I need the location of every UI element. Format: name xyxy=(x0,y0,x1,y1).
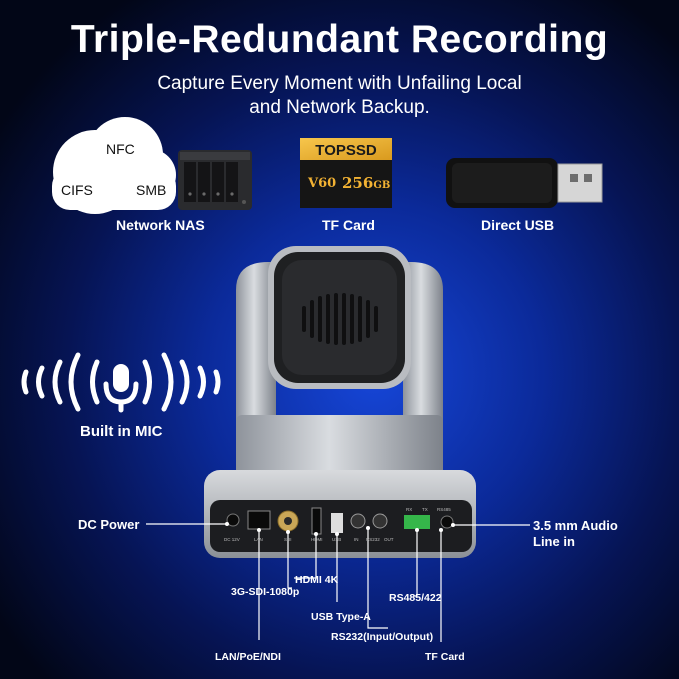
label-hdmi-4k: HDMI 4K xyxy=(295,574,339,586)
label-rs232: RS232(Input/Output) xyxy=(331,631,434,643)
page-title: Triple-Redundant Recording xyxy=(70,18,609,61)
label-usb-type-a: USB Type-A xyxy=(311,611,371,623)
nas-device-icon xyxy=(178,150,252,210)
cloud-icon xyxy=(52,117,176,214)
label-audio-line1: 3.5 mm Audio xyxy=(533,518,618,533)
callout-dots xyxy=(225,522,455,536)
mark-rx: RX xyxy=(406,507,413,512)
tf-card-capacity-value: 256 xyxy=(342,174,374,192)
label-tf-card: TF Card xyxy=(322,217,375,233)
label-dc-power: DC Power xyxy=(78,517,140,532)
label-port-tf-card: TF Card xyxy=(425,651,465,663)
label-audio-line2: Line in xyxy=(533,534,575,549)
subtitle-line-1: Capture Every Moment with Unfailing Loca… xyxy=(157,73,522,94)
camera-body xyxy=(204,246,476,558)
tf-card-capacity: 256GB xyxy=(342,174,390,192)
mark-rs232: RS232 xyxy=(366,537,380,542)
tf-card-capacity-unit: GB xyxy=(373,180,391,191)
tf-card-speed: V60 xyxy=(308,176,337,191)
mark-tx: TX xyxy=(422,507,428,512)
tf-card-brand: TOPSSD xyxy=(315,142,377,159)
label-audio-line-in: 3.5 mm Audio Line in xyxy=(533,518,618,550)
mark-sdi: SDI xyxy=(284,537,292,542)
cloud-smb-label: SMB xyxy=(136,182,167,198)
label-network-nas: Network NAS xyxy=(116,217,205,233)
callout-lines xyxy=(146,523,530,642)
mark-rs485: RS485 xyxy=(437,507,451,512)
mark-usb: USB xyxy=(332,537,342,542)
mark-in: IN xyxy=(354,537,359,542)
label-sdi: 3G-SDI-1080p xyxy=(231,586,300,598)
mark-out: OUT xyxy=(384,537,394,542)
mark-dc: DC 12V xyxy=(224,537,240,542)
subtitle: Capture Every Moment with Unfailing Loca… xyxy=(100,72,579,120)
cloud-nfc-label: NFC xyxy=(106,141,135,157)
label-lan-poe-ndi: LAN/PoE/NDI xyxy=(215,651,281,663)
label-rs485: RS485/422 xyxy=(389,592,442,604)
subtitle-line-2: and Network Backup. xyxy=(249,97,430,118)
usb-drive-icon xyxy=(446,158,603,208)
label-built-in-mic: Built in MIC xyxy=(80,423,163,440)
microphone-icon xyxy=(21,352,221,413)
label-direct-usb: Direct USB xyxy=(481,217,555,233)
mark-lan: LAN xyxy=(254,537,263,542)
mark-hdmi: HDMI xyxy=(311,537,323,542)
tf-card-icon xyxy=(300,138,392,208)
cloud-cifs-label: CIFS xyxy=(61,182,93,198)
